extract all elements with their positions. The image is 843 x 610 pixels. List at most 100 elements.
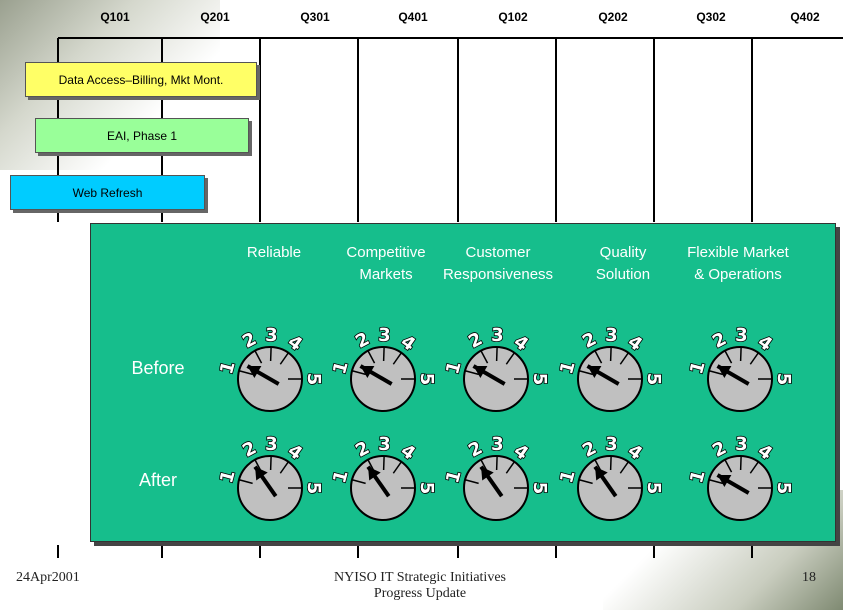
dial-tick	[279, 461, 289, 474]
dial-scale-number: 5	[303, 482, 324, 495]
quarter-label: Q401	[398, 10, 428, 24]
dial-scale-number: 5	[773, 373, 794, 386]
dial-pointer-head	[717, 365, 732, 379]
quarter-label: Q201	[200, 10, 230, 24]
dial-tick	[749, 352, 759, 365]
dial-scale-number: 3	[265, 434, 278, 455]
footer-date: 24Apr2001	[16, 570, 80, 585]
dial-scale-number: 1	[556, 359, 580, 377]
category-line2: Responsiveness	[442, 266, 554, 283]
dial-scale-number: 5	[529, 373, 550, 386]
dial-tick	[392, 461, 402, 474]
category-label-competitive-markets: Competitive Markets	[321, 242, 451, 286]
dial-scale-number: 5	[643, 373, 664, 386]
dial-pointer-head	[595, 466, 608, 481]
footer-title-line1: NYISO IT Strategic Initiatives	[334, 570, 506, 585]
dial-pointer-head	[473, 365, 488, 379]
dial-scale-number: 1	[329, 359, 353, 377]
dial-scale-number: 1	[442, 468, 466, 486]
dial-pointer-head	[368, 466, 381, 481]
dial-scale-number: 1	[442, 359, 466, 377]
dial-tick	[619, 352, 629, 365]
dial-scale-number: 3	[378, 325, 391, 346]
gantt-bar-web-refresh: Web Refresh	[10, 175, 205, 210]
dial-tick	[254, 350, 263, 364]
dial-pointer-head	[717, 474, 732, 488]
footer-page-number: 18	[802, 570, 816, 585]
quarter-label: Q102	[498, 10, 528, 24]
dial-pointer-head	[481, 466, 494, 481]
dial-scale-number: 1	[329, 468, 353, 486]
row-label-before: Before	[131, 358, 185, 378]
dial-pointer-head	[360, 365, 375, 379]
category-line1: Flexible Market	[687, 244, 789, 261]
dial-tick	[480, 350, 489, 364]
dial-tick	[724, 350, 733, 364]
row-label-after: After	[138, 470, 177, 490]
dial-scale-number: 3	[491, 325, 504, 346]
category-line1: Customer	[465, 244, 531, 261]
dial-tick	[464, 369, 479, 376]
dial-pointer-head	[255, 466, 268, 481]
dial-tick	[708, 478, 723, 485]
dial-scale-number: 1	[216, 468, 240, 486]
quarter-label: Q402	[790, 10, 820, 24]
category-line1: Competitive	[346, 244, 426, 261]
dial-scale-number: 1	[556, 468, 580, 486]
dial-scale-number: 3	[265, 325, 278, 346]
dial-scale-number: 3	[378, 434, 391, 455]
dial-tick	[351, 369, 366, 376]
category-line1: Quality	[599, 244, 647, 261]
category-label-quality-solution: Quality Solution	[558, 242, 688, 286]
category-label-customer-responsiveness: Customer Responsiveness	[433, 242, 563, 286]
category-line2: Solution	[595, 266, 651, 283]
footer-title: NYISO IT Strategic Initiatives Progress …	[280, 570, 560, 602]
dial-tick	[238, 478, 253, 485]
dial-scale-number: 5	[303, 373, 324, 386]
quarter-label: Q301	[300, 10, 330, 24]
dial-scale-number: 5	[416, 373, 437, 386]
quarter-label: Q101	[100, 10, 130, 24]
dial-scale-number: 1	[686, 468, 710, 486]
dial-scale-number: 1	[216, 359, 240, 377]
category-line2: & Operations	[694, 266, 782, 283]
gantt-bar-eai-phase-1: EAI, Phase 1	[35, 118, 249, 153]
dial-tick	[578, 369, 593, 376]
dial-scale-number: 5	[773, 482, 794, 495]
dial-pointer-head	[587, 365, 602, 379]
category-label-reliable: Reliable	[209, 242, 339, 264]
dial-tick	[351, 478, 366, 485]
dial-tick	[594, 350, 603, 364]
dial-tick	[392, 352, 402, 365]
dial-tick	[619, 461, 629, 474]
gantt-bar-data-access: Data Access–Billing, Mkt Mont.	[25, 62, 257, 97]
dial-tick	[464, 478, 479, 485]
category-label-flexible-market: Flexible Market & Operations	[673, 242, 803, 286]
dial-scale-number: 3	[491, 434, 504, 455]
dial-tick	[749, 461, 759, 474]
dial-tick	[505, 352, 515, 365]
dial-scale-number: 5	[416, 482, 437, 495]
category-line2: Reliable	[246, 244, 302, 261]
dial-scale-number: 3	[605, 434, 618, 455]
dial-scale-number: 3	[735, 434, 748, 455]
dial-pointer-head	[247, 365, 262, 379]
dial-tick	[708, 369, 723, 376]
dial-scale-number: 5	[529, 482, 550, 495]
category-line2: Markets	[359, 266, 413, 283]
dial-scale-number: 5	[643, 482, 664, 495]
dial-tick	[238, 369, 253, 376]
dial-tick	[367, 350, 376, 364]
